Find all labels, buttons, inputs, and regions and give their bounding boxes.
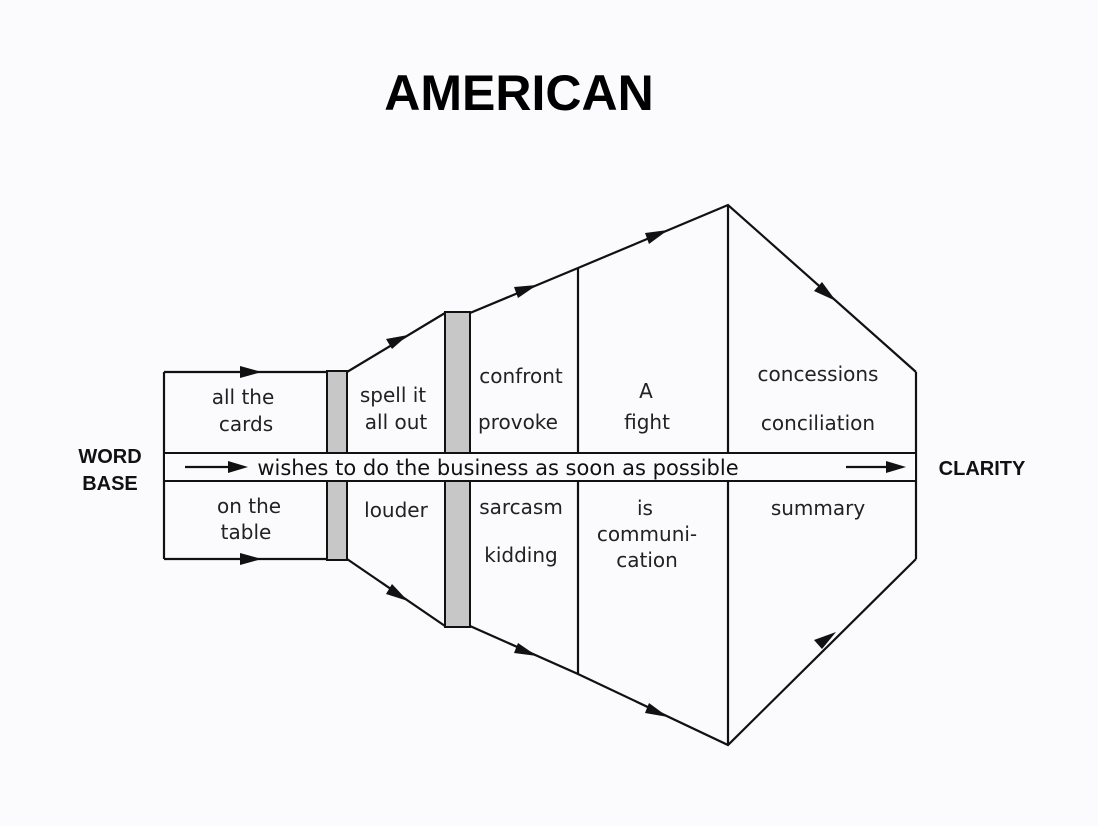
section-3-bottom-line-2: kidding <box>484 543 557 567</box>
section-4-top-line-1: A <box>639 379 653 403</box>
arrow-top-1-icon <box>240 366 262 378</box>
band-arrow-left-icon <box>228 461 248 473</box>
section-5-top-line-1: concessions <box>758 362 879 386</box>
diagram-title: AMERICAN <box>384 65 653 121</box>
section-5-top-line-2: conciliation <box>761 411 875 435</box>
center-band <box>163 452 917 482</box>
section-2-bottom-line-1: louder <box>364 498 428 522</box>
outline-top <box>164 203 917 374</box>
left-label-line-2: BASE <box>82 473 138 495</box>
section-2-top-line-2: all out <box>365 410 428 434</box>
outline-bottom <box>164 557 917 747</box>
arrow-bottom-5-icon <box>814 632 836 649</box>
section-2-top-line-1: spell it <box>360 383 426 407</box>
arrow-top-5-icon <box>814 282 836 301</box>
section-1-bottom-line-1: on the <box>217 494 281 518</box>
arrow-bottom-3-icon <box>514 643 537 656</box>
section-4-top-line-2: fight <box>624 410 670 434</box>
section-3-bottom-line-1: sarcasm <box>479 495 563 519</box>
section-1-top-line-2: cards <box>219 412 273 436</box>
arrow-top-3-icon <box>514 285 537 298</box>
section-4-bottom-line-1: is <box>637 496 653 520</box>
arrow-top-2-icon <box>386 335 408 349</box>
arrow-bottom-1-icon <box>240 553 262 565</box>
section-4-bottom-line-2: communi- <box>597 522 697 546</box>
section-3-top-line-2: provoke <box>478 410 558 434</box>
left-label-line-1: WORD <box>78 446 141 468</box>
section-1-top-line-1: all the <box>212 385 275 409</box>
section-1-bottom-line-2: table <box>221 520 272 544</box>
right-label: CLARITY <box>939 458 1026 480</box>
center-band-text: wishes to do the business as soon as pos… <box>257 456 738 480</box>
arrow-bottom-4-icon <box>645 703 668 717</box>
section-4-bottom-line-3: cation <box>616 548 678 572</box>
section-5-bottom-line-1: summary <box>771 496 866 520</box>
arrow-top-4-icon <box>645 230 668 244</box>
arrow-bottom-2-icon <box>386 584 408 601</box>
band-arrow-right-icon <box>886 461 906 473</box>
section-3-top-line-1: confront <box>479 364 563 388</box>
